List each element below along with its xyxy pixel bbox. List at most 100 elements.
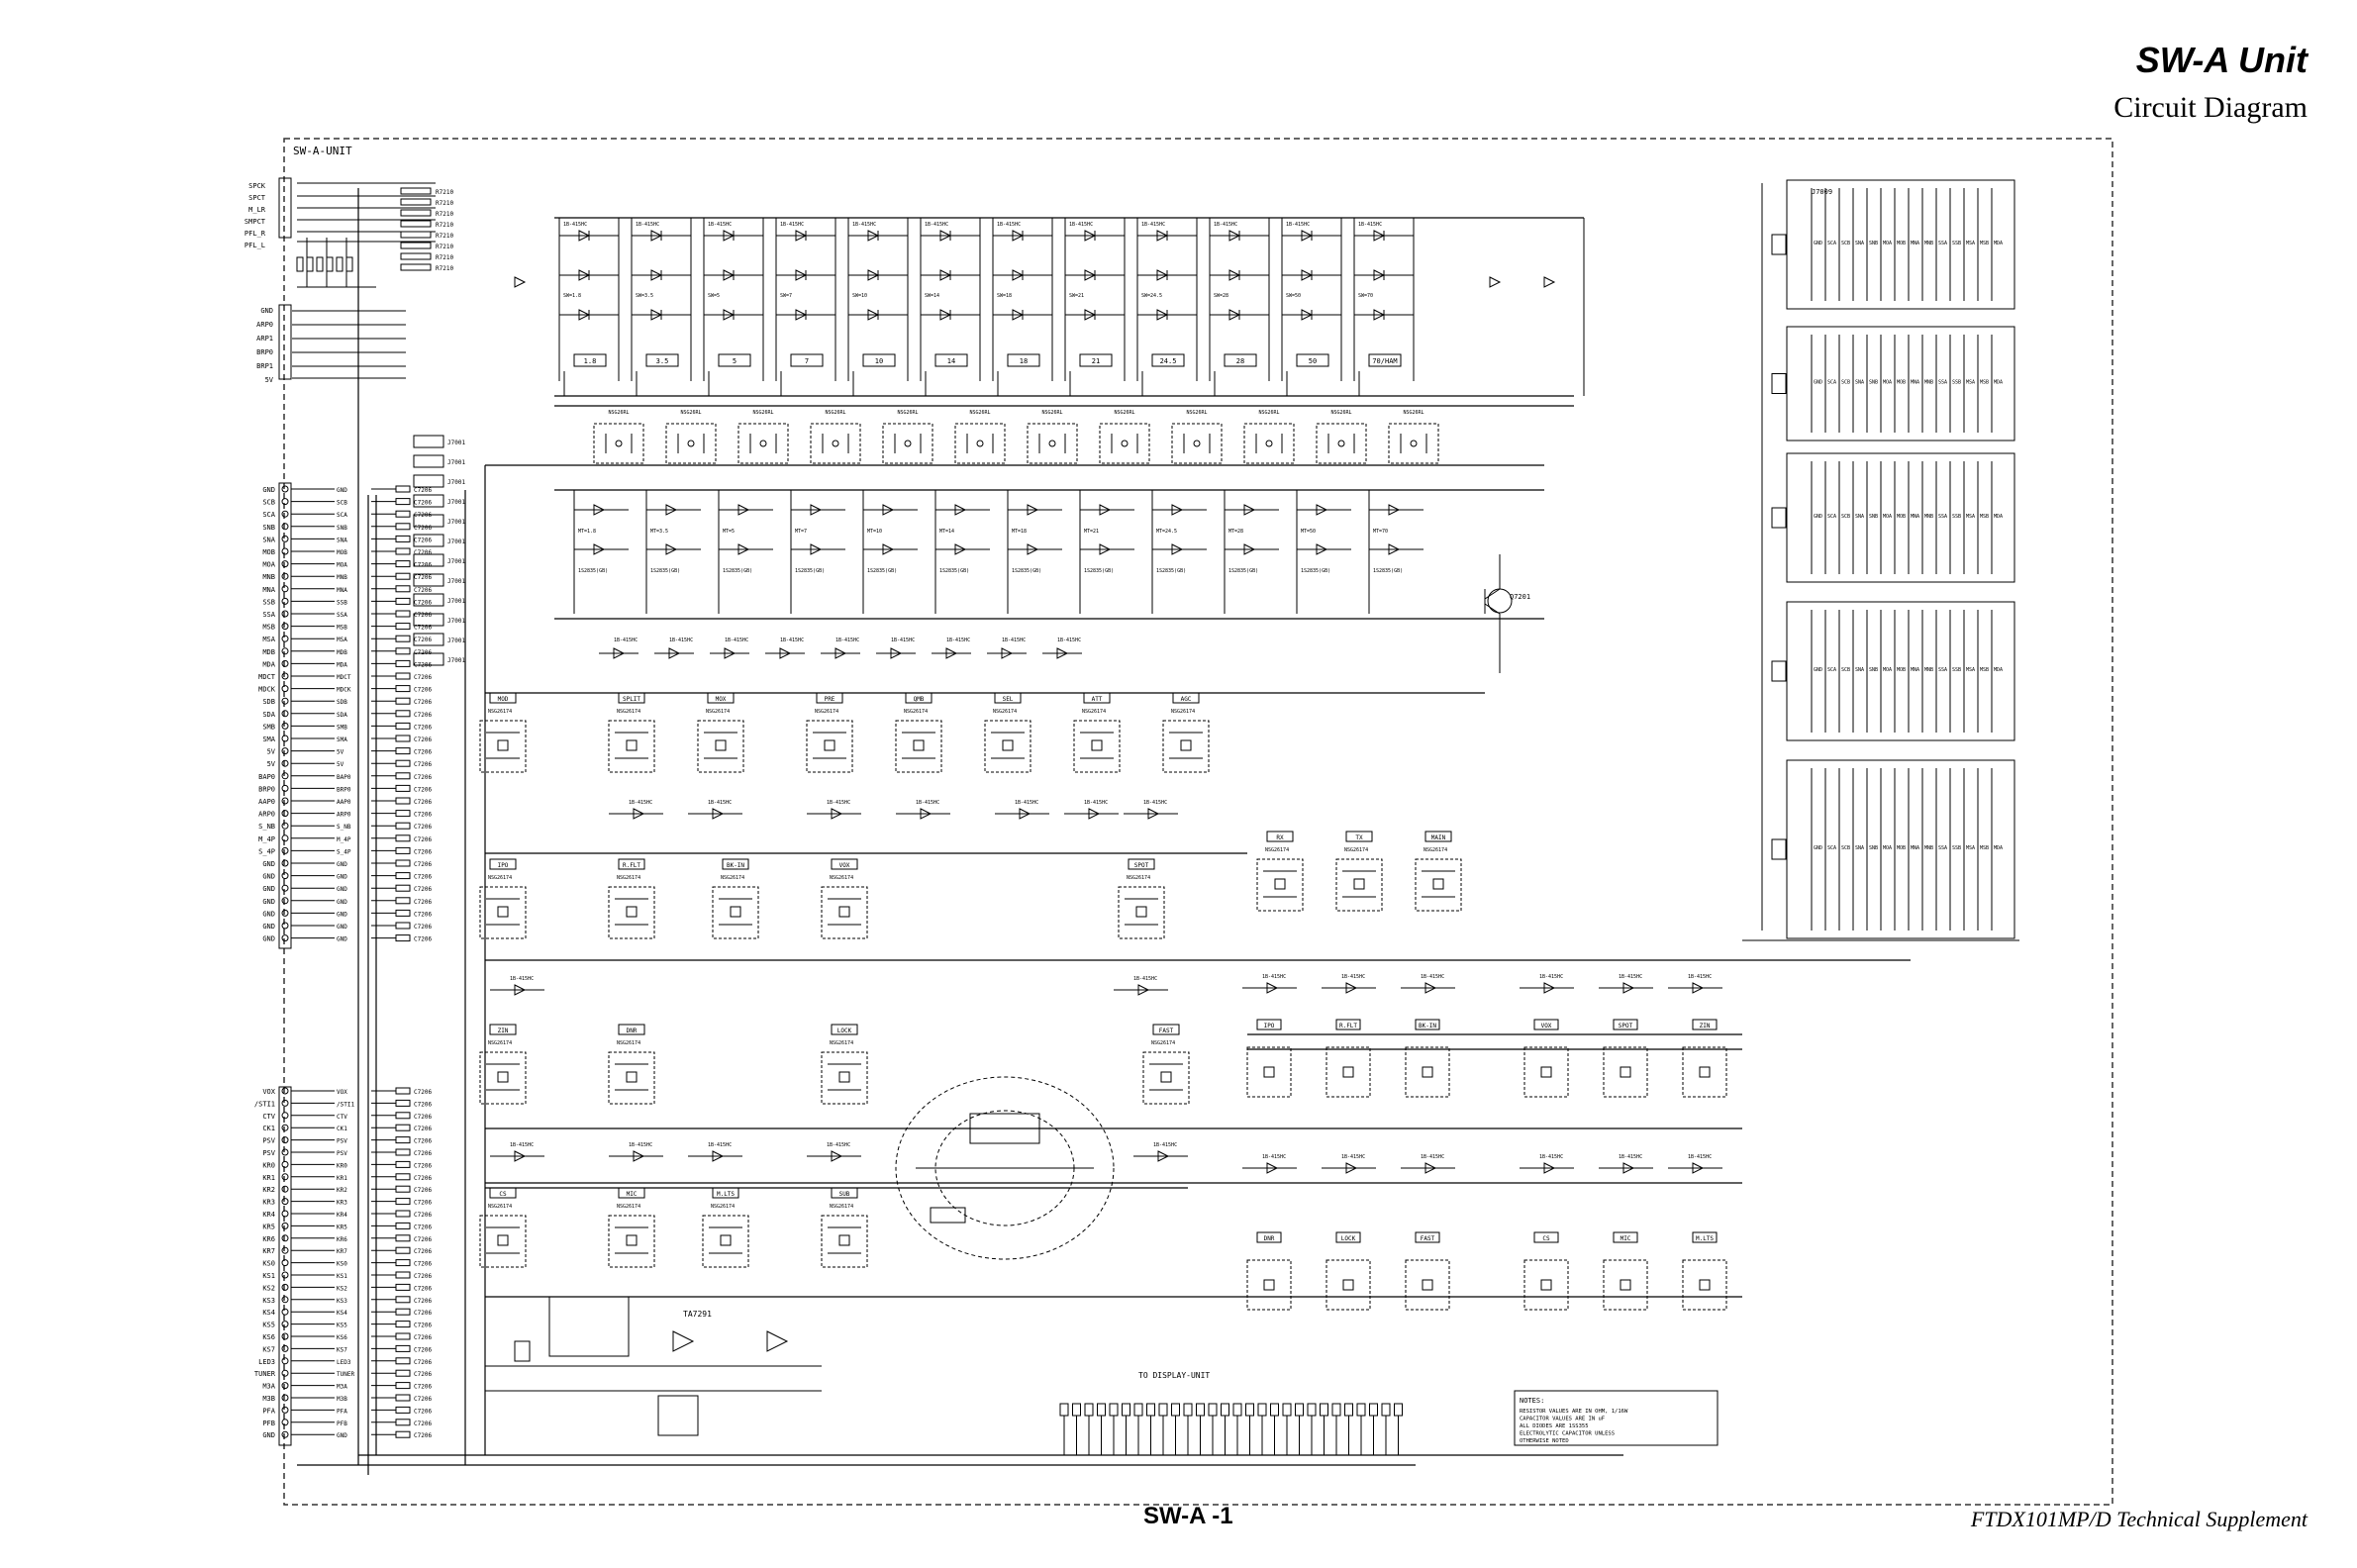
switch-core [1422, 1279, 1433, 1291]
ref-label: C7206 [414, 1346, 432, 1353]
pin [281, 1087, 289, 1095]
pin [1282, 1403, 1292, 1417]
ref-label: C7206 [414, 1150, 432, 1157]
pin [281, 735, 289, 742]
part-label: 1S2835(GB) [939, 568, 969, 574]
pin-label: ARP0 [256, 321, 273, 329]
part-label: 1S2835(GB) [1373, 568, 1403, 574]
switch-core [1540, 1279, 1552, 1291]
capacitor [395, 846, 411, 854]
ic [1771, 507, 1787, 529]
switch-body [1603, 1046, 1648, 1098]
pin [1245, 1403, 1254, 1417]
ref-label: C7206 [414, 799, 432, 806]
relay [882, 423, 933, 464]
pin [1232, 1403, 1242, 1417]
part-label: 1B-415HC [1688, 974, 1712, 980]
pin [1320, 1403, 1328, 1417]
switch-tag-label: VOX [1541, 1023, 1552, 1029]
net-label: TUNER [337, 1371, 354, 1378]
pin-label: SMA [262, 735, 275, 743]
relay-node [1048, 440, 1056, 447]
pin-label: SSB [1952, 667, 1961, 673]
band-label: SW=14 [925, 293, 939, 299]
pin-label: MDA [262, 660, 275, 668]
pin [281, 1271, 289, 1279]
pin [1072, 1403, 1081, 1417]
pin-label: GND [1814, 667, 1822, 673]
part-label: 1B-415HC [780, 222, 804, 228]
net-label: LED3 [337, 1359, 351, 1366]
pin-label: SSA [1938, 380, 1947, 386]
band-tab-label: 10 [875, 357, 883, 365]
pin-label: MSA [1966, 380, 1975, 386]
ref-label: C7206 [414, 724, 432, 731]
switch-matrix: MODNSG26174SPLITNSG26174MOXNSG26174PRENS… [479, 692, 1722, 1268]
top-band-bus [485, 217, 1911, 1298]
switch-tag [1172, 692, 1200, 704]
band-tab [573, 353, 607, 367]
pin-label: MDB [262, 648, 275, 656]
switch-body [608, 1215, 655, 1268]
switch-body [1246, 1046, 1292, 1098]
net-label: PFB [337, 1421, 347, 1427]
pin-label: GND [262, 1431, 275, 1439]
part-label: NSG26RL [1186, 410, 1207, 416]
switch-core [1540, 1066, 1552, 1078]
page-subtitle: Circuit Diagram [2113, 91, 2308, 124]
capacitor [395, 1148, 411, 1156]
pin-label: SSA [1938, 514, 1947, 520]
capacitor [395, 772, 411, 780]
net-label: PSV [337, 1150, 347, 1157]
switch-body [1405, 1046, 1450, 1098]
band-label: SW=5 [708, 293, 720, 299]
switch-tag [618, 1187, 645, 1199]
switch-core [1160, 1071, 1172, 1083]
net-label: KS7 [337, 1346, 347, 1353]
ref-label: C7206 [414, 512, 432, 519]
resistor [400, 187, 432, 195]
part-label: 1B-415HC [1084, 800, 1108, 806]
band-label: SW=3.5 [636, 293, 653, 299]
switch-body [1073, 720, 1121, 773]
ref-label: C7206 [414, 736, 432, 743]
pin [281, 934, 289, 942]
pin [281, 884, 289, 892]
switch-body [1682, 1046, 1727, 1098]
part-label: NSG26174 [488, 875, 512, 881]
ref-label: J7001 [447, 440, 465, 446]
pin [281, 859, 289, 867]
relay [1171, 423, 1223, 464]
pin [1381, 1403, 1391, 1417]
switch-tag-label: IPO [498, 862, 509, 869]
net-label: KR7 [337, 1248, 347, 1255]
capacitor [395, 623, 411, 631]
switch-tag-label: MOD [498, 696, 509, 703]
capacitor [395, 659, 411, 667]
part-label: 1B-415HC [1421, 1154, 1444, 1160]
pin-label: ARP1 [256, 335, 273, 343]
relay [1243, 423, 1295, 464]
part-label: NSG26174 [617, 1204, 640, 1210]
band-led-row: 1B-415HCSW=1.81.81B-415HCSW=3.53.51B-415… [514, 218, 1585, 396]
switch-body [821, 886, 868, 939]
net-label: KR6 [337, 1236, 347, 1243]
pin [1133, 1403, 1143, 1417]
pin-label: KS6 [262, 1333, 275, 1341]
ref-label: C7206 [414, 836, 432, 843]
pin-label: SSB [1952, 241, 1961, 246]
switch-core [497, 739, 509, 751]
pin-label: SCB [1841, 380, 1850, 386]
switch-body [1405, 1259, 1450, 1311]
band-label: SW=1.8 [563, 293, 581, 299]
pin-label: MDA [1994, 380, 2003, 386]
pin-label: MOA [1883, 380, 1892, 386]
net-label: VOX [337, 1089, 347, 1096]
switch-core [1432, 878, 1444, 890]
pin [281, 560, 289, 568]
pin [281, 1222, 289, 1229]
pin-label: SNB [262, 524, 275, 532]
pin-label: 5V [267, 760, 276, 768]
part-label: NSG26174 [617, 709, 640, 715]
